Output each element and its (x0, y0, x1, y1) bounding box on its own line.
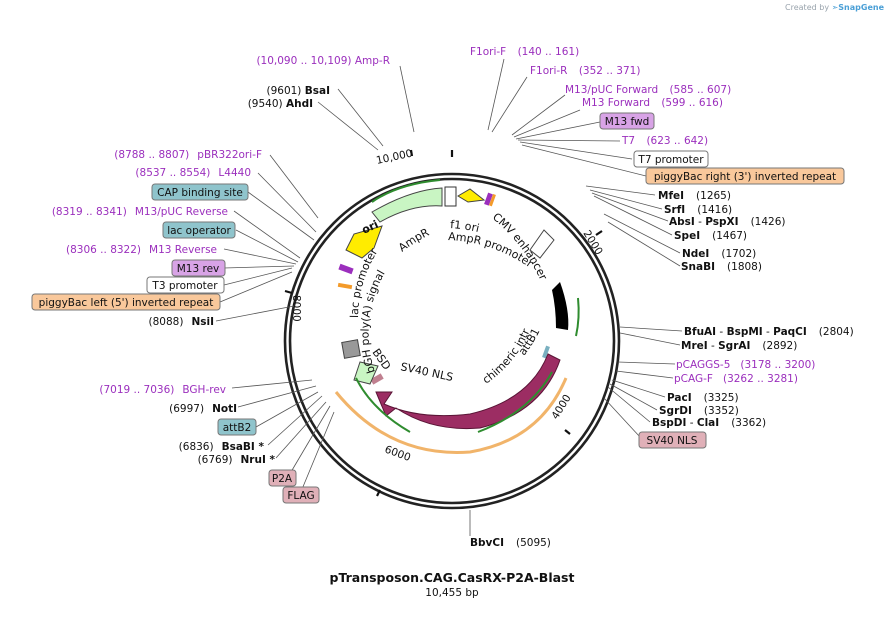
m13rev-label: M13 rev (177, 263, 220, 275)
site-snabi[interactable]: SnaBI(1808) (681, 261, 762, 273)
feature-sv40nls: SV40 NLS (399, 360, 454, 384)
site-bfuai[interactable]: BfuAI - BspMI - PaqCI(2804) (684, 326, 854, 338)
p2a-label: P2A (272, 473, 293, 485)
site-absi[interactable]: AbsI - PspXI(1426) (669, 216, 785, 228)
green-arc-ampr (371, 179, 441, 203)
bsd-arrow[interactable] (353, 361, 379, 385)
site-srfi[interactable]: SrfI(1416) (664, 204, 732, 216)
plasmid-length: 10,455 bp (425, 587, 479, 599)
site-nsii[interactable]: (8088)NsiI (149, 316, 214, 328)
flag-box[interactable] (282, 486, 320, 504)
pbleft-label: piggyBac left (5') inverted repeat (39, 297, 214, 309)
lacop-box[interactable] (162, 221, 236, 239)
t3prom-label: T3 promoter (151, 280, 218, 292)
chimeric-intron-bar (552, 282, 569, 330)
site-bsabi[interactable]: (6836)BsaBI * (179, 441, 265, 453)
snapgene-brand: Created by ➣SnapGene (785, 3, 884, 12)
primer-pbr: (8788 .. 8807)pBR322ori-F (114, 149, 262, 161)
f1-ori-feature[interactable] (444, 186, 457, 207)
pb-left-mark (337, 282, 353, 290)
pbright-label: piggyBac right (3') inverted repeat (654, 171, 836, 183)
primer-ampr: (10,090 .. 10,109) Amp-R (256, 55, 390, 67)
brand-prefix: Created by (785, 3, 830, 12)
primer-t7: T7 (623 .. 642) (621, 135, 708, 147)
primer-m13pucrev: (8319 .. 8341)M13/pUC Reverse (52, 206, 228, 218)
primer-l4440: (8537 .. 8554)L4440 (135, 167, 251, 179)
m13fwd-label: M13 fwd (605, 116, 650, 128)
site-bsai[interactable]: (9601) BsaI (266, 85, 330, 97)
pbleft-box[interactable] (31, 293, 221, 311)
sv40nls-label: SV40 NLS (647, 435, 698, 447)
attb1-mark (542, 345, 550, 359)
bsd-box (341, 339, 361, 359)
ori-arrow[interactable] (345, 225, 383, 259)
ruler-6000: 6000 (383, 444, 412, 464)
lacop-label: lac operator (167, 225, 231, 237)
primer-m13puc: M13/pUC Forward (585 .. 607) (565, 84, 731, 96)
backbone-inner (288, 177, 616, 505)
p2a-box[interactable] (268, 469, 297, 487)
green-arc-rfx (477, 371, 553, 433)
feature-ampr: AmpR (396, 226, 432, 255)
ruler-8000: 8000 (290, 295, 302, 322)
site-mfei[interactable]: MfeI(1265) (658, 190, 731, 202)
cmv-feature[interactable] (529, 229, 555, 259)
m13-marks (484, 192, 493, 206)
site-paci[interactable]: PacI(3325) (667, 392, 739, 404)
site-ndei[interactable]: NdeI(1702) (682, 248, 756, 260)
site-noti[interactable]: (6997)NotI (169, 403, 237, 415)
attb2-box[interactable] (217, 418, 257, 436)
plasmid-name: pTransposon.CAG.CasRX-P2A-Blast (330, 570, 575, 585)
ruler-4000: 4000 (549, 393, 573, 422)
m13rev-box[interactable] (171, 259, 226, 277)
m13rev-marks (338, 263, 354, 275)
site-ahdi[interactable]: (9540) AhdI (248, 98, 313, 110)
flag-label: FLAG (287, 490, 314, 502)
site-spei[interactable]: SpeI(1467) (674, 230, 747, 242)
backbone-outer (283, 172, 621, 510)
pb-right-mark (489, 194, 496, 207)
primer-f1f: F1ori-F (140 .. 161) (470, 46, 579, 58)
m13fwd-box[interactable] (599, 112, 655, 130)
primer-m13rev: (8306 .. 8322)M13 Reverse (66, 244, 217, 256)
orange-arc-transposon (334, 377, 568, 454)
site-bspdi[interactable]: BspDI - ClaI(3362) (652, 417, 766, 429)
cap-box[interactable] (151, 183, 249, 201)
site-nrui[interactable]: (6769)NruI * (198, 454, 276, 466)
site-mrei[interactable]: MreI - SgrAI(2892) (681, 340, 797, 352)
cap-label: CAP binding site (157, 187, 243, 199)
site-sgrdi[interactable]: SgrDI(3352) (659, 405, 739, 417)
amprprom-feature[interactable] (457, 188, 486, 203)
pbright-box[interactable] (645, 167, 845, 185)
site-bbvci[interactable]: BbvCI(5095) (470, 537, 551, 549)
primer-pcaggs: pCAGGS-5(3178 .. 3200) (676, 359, 815, 371)
t7prom-box[interactable] (633, 150, 709, 168)
ampr-arrow[interactable] (371, 187, 443, 223)
leader-lines (215, 58, 683, 536)
t3prom-box[interactable] (146, 276, 225, 294)
feature-ori: ori (360, 218, 381, 237)
sv40nls-box[interactable] (638, 431, 707, 449)
green-arc-bsd (355, 377, 411, 433)
feature-f1ori: f1 ori (450, 218, 481, 235)
p2a-mark (370, 373, 384, 385)
primer-f1r: F1ori-R (352 .. 371) (530, 65, 640, 77)
t7prom-label: T7 promoter (637, 154, 704, 166)
rfxcas13d-arrow[interactable] (375, 353, 561, 430)
snapgene-logo-icon: ➣ (831, 3, 839, 12)
primer-bgh: (7019 .. 7036)BGH-rev (99, 384, 226, 396)
primer-pcagf: pCAG-F(3262 .. 3281) (674, 373, 798, 385)
brand-name: SnapGene (838, 3, 884, 12)
ruler-10000: 10,000 (375, 148, 413, 167)
green-arc-intron (575, 297, 580, 337)
primer-m13f: M13 Forward (599 .. 616) (582, 97, 723, 109)
ruler-ticks (284, 149, 603, 497)
attb2-label: attB2 (223, 422, 252, 434)
